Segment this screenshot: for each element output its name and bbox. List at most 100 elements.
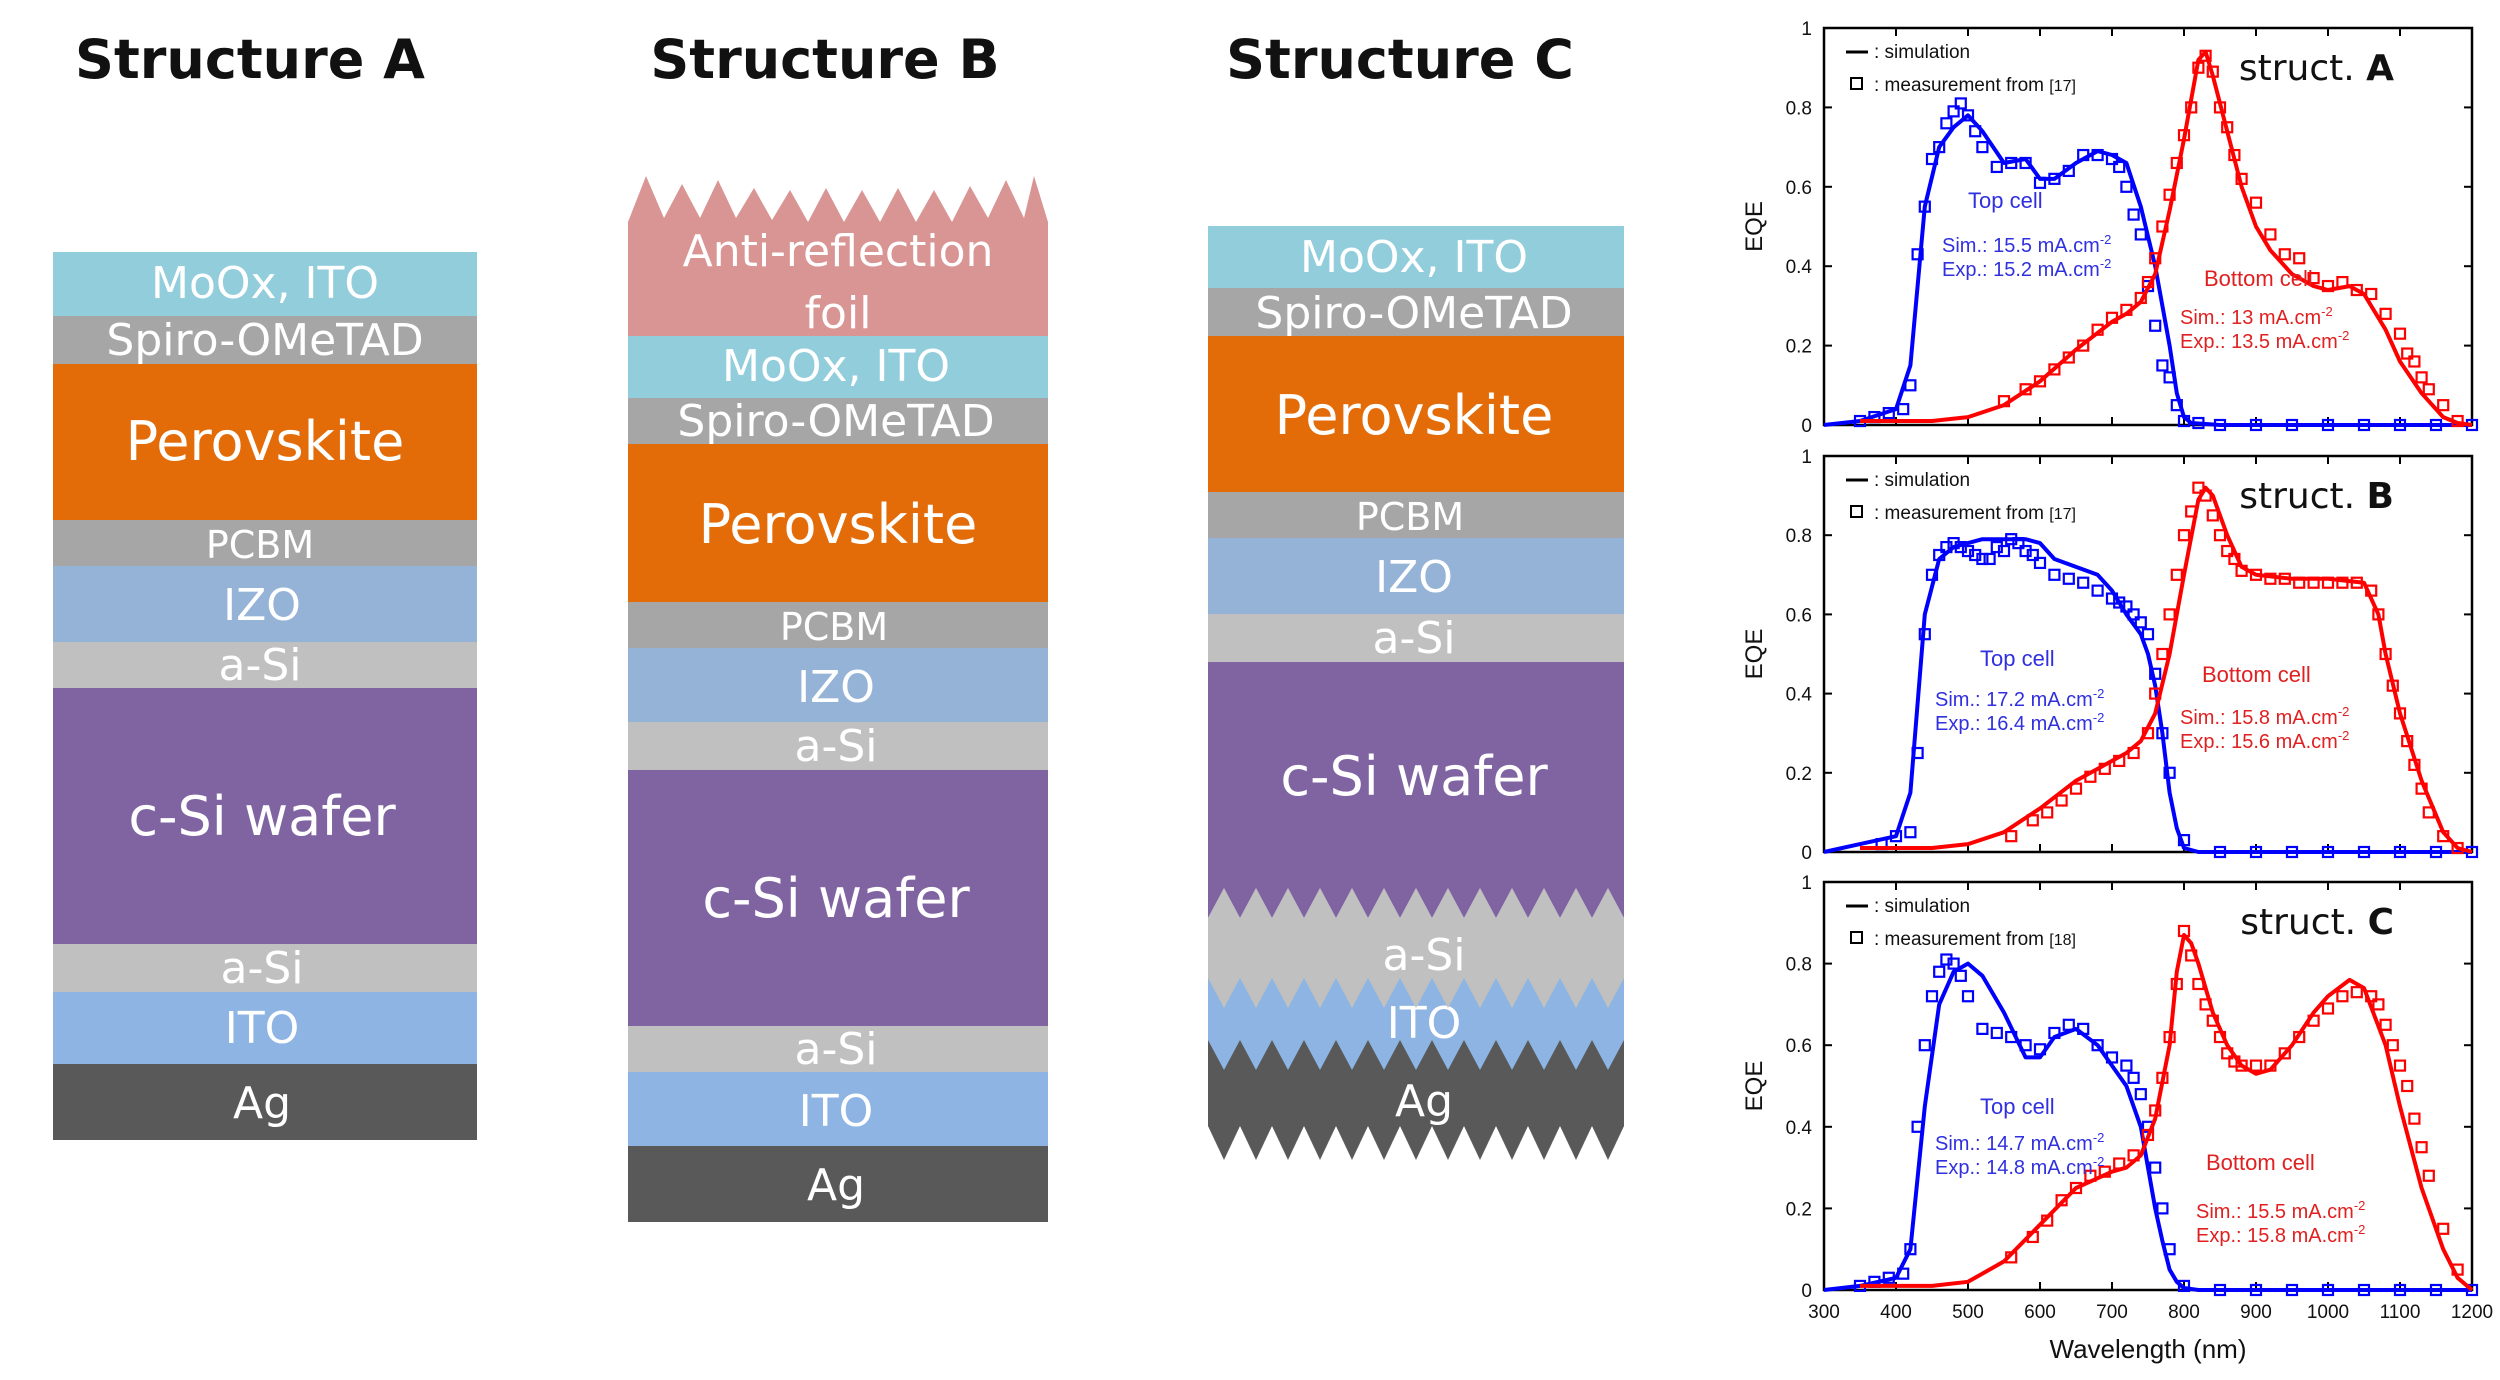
series-line-top-cell bbox=[1823, 537, 2472, 854]
structure-c-title: Structure C bbox=[1226, 28, 1574, 91]
series-marker-bottom-cell bbox=[2026, 1230, 2039, 1244]
series-marker-top-cell bbox=[2149, 319, 2162, 332]
series-marker-top-cell bbox=[2156, 359, 2169, 372]
series-marker-bottom-cell bbox=[2185, 101, 2198, 114]
layer-a-si-lower: a-Si bbox=[1208, 888, 1624, 1008]
series-marker-bottom-cell bbox=[2156, 647, 2169, 661]
series-marker-top-cell bbox=[1918, 628, 1931, 641]
series-marker-top-cell bbox=[2033, 1043, 2047, 1056]
series-marker-top-cell bbox=[2019, 1039, 2032, 1052]
series-marker-top-cell bbox=[1976, 1022, 1989, 1035]
series-marker-bottom-cell bbox=[2156, 220, 2169, 233]
series-marker-top-cell bbox=[1954, 969, 1967, 982]
y-tick-label: 1 bbox=[1801, 873, 1812, 894]
series-marker-top-cell bbox=[2077, 1022, 2090, 1035]
series-marker-top-cell bbox=[2321, 845, 2335, 859]
layer-izo: IZO bbox=[1208, 538, 1624, 614]
series-marker-top-cell bbox=[1911, 746, 1924, 760]
series-marker-bottom-cell bbox=[2249, 196, 2263, 209]
layer-label: IZO bbox=[1375, 552, 1453, 603]
series-marker-top-cell bbox=[1882, 406, 1895, 420]
series-marker-top-cell bbox=[2321, 418, 2335, 432]
series-marker-top-cell bbox=[2141, 628, 2155, 641]
layer-ag: Ag bbox=[628, 1146, 1048, 1222]
series-marker-top-cell bbox=[2048, 1026, 2061, 1040]
layer-a-si: a-Si bbox=[628, 1024, 1048, 1075]
series-marker-bottom-cell bbox=[2170, 568, 2183, 581]
structure-b: Structure B Anti-reflection foil MoOx, I… bbox=[628, 28, 1048, 1222]
series-marker-top-cell bbox=[2048, 172, 2061, 185]
series-marker-top-cell bbox=[1925, 152, 1939, 166]
series-marker-bottom-cell bbox=[2062, 351, 2075, 364]
series-marker-bottom-cell bbox=[2437, 830, 2450, 843]
series-marker-bottom-cell bbox=[2437, 1222, 2450, 1235]
layer-label: IZO bbox=[223, 580, 301, 631]
x-tick-label: 1200 bbox=[2451, 1302, 2493, 1323]
series-marker-bottom-cell bbox=[2336, 576, 2349, 589]
layer-label: a-Si bbox=[795, 721, 878, 772]
series-marker-bottom-cell bbox=[2264, 572, 2277, 585]
series-marker-top-cell bbox=[2120, 1059, 2133, 1072]
series-marker-top-cell bbox=[2321, 1283, 2335, 1297]
series-marker-bottom-cell bbox=[2379, 647, 2392, 661]
series-marker-top-cell bbox=[2149, 1161, 2162, 1174]
series-marker-top-cell bbox=[2285, 845, 2299, 859]
series-marker-bottom-cell bbox=[2372, 608, 2385, 621]
series-marker-bottom-cell bbox=[2321, 279, 2335, 293]
layer-label: Perovskite bbox=[1275, 384, 1554, 447]
y-tick-label: 0.2 bbox=[1786, 764, 1812, 785]
x-tick-label: 900 bbox=[2240, 1302, 2272, 1323]
series-marker-bottom-cell bbox=[2098, 1165, 2111, 1178]
series-marker-bottom-cell bbox=[2321, 1002, 2335, 1015]
layer-ito: ITO bbox=[628, 1072, 1048, 1146]
legend-simulation: : simulation bbox=[1874, 470, 1970, 491]
x-tick-label: 600 bbox=[2024, 1302, 2056, 1323]
layer-a-si: a-Si bbox=[53, 640, 477, 691]
plot-frame bbox=[1822, 880, 2474, 1292]
series-marker-bottom-cell bbox=[2386, 1039, 2399, 1052]
series-marker-bottom-cell bbox=[2393, 1059, 2407, 1072]
series-marker-bottom-cell bbox=[2393, 707, 2407, 720]
series-marker-bottom-cell bbox=[2033, 375, 2047, 388]
series-marker-bottom-cell bbox=[2221, 1047, 2234, 1060]
series-marker-top-cell bbox=[1911, 248, 1924, 261]
top-cell-exp: Exp.: 15.2 mA.cm-2 bbox=[1942, 256, 2111, 281]
y-tick-label: 0.4 bbox=[1786, 1118, 1813, 1139]
series-marker-top-cell bbox=[1918, 1039, 1931, 1052]
series-marker-bottom-cell bbox=[2055, 1194, 2068, 1207]
top-cell-sim: Sim.: 15.5 mA.cm-2 bbox=[1942, 232, 2111, 257]
series-marker-bottom-cell bbox=[2228, 148, 2241, 162]
y-tick-label: 0.6 bbox=[1786, 178, 1812, 199]
bottom-cell-label: Bottom cell bbox=[2202, 662, 2311, 687]
series-marker-bottom-cell bbox=[2365, 584, 2378, 597]
layer-a-si: a-Si bbox=[1208, 613, 1624, 664]
series-marker-top-cell bbox=[2127, 608, 2140, 621]
x-tick-label: 500 bbox=[1952, 1302, 1984, 1323]
top-cell-exp: Exp.: 16.4 mA.cm-2 bbox=[1935, 710, 2104, 735]
series-marker-bottom-cell bbox=[2401, 1079, 2414, 1093]
series-marker-top-cell bbox=[2163, 371, 2176, 384]
series-marker-top-cell bbox=[1897, 403, 1910, 416]
series-marker-top-cell bbox=[1976, 141, 1989, 154]
series-marker-bottom-cell bbox=[2264, 228, 2277, 241]
series-marker-bottom-cell bbox=[2069, 1181, 2083, 1195]
series-marker-top-cell bbox=[2156, 1202, 2169, 1215]
x-tick-label: 800 bbox=[2168, 1302, 2200, 1323]
layer-label: a-Si bbox=[795, 1024, 878, 1075]
series-marker-top-cell bbox=[2357, 845, 2371, 859]
series-marker-top-cell bbox=[2429, 418, 2443, 432]
series-marker-bottom-cell bbox=[2163, 608, 2176, 621]
series-marker-bottom-cell bbox=[2213, 529, 2227, 542]
series-marker-top-cell bbox=[1933, 965, 1946, 978]
bottom-cell-exp: Exp.: 13.5 mA.cm-2 bbox=[2180, 328, 2349, 353]
series-marker-top-cell bbox=[2019, 156, 2032, 170]
series-marker-top-cell bbox=[1997, 544, 2011, 558]
series-marker-top-cell bbox=[1990, 160, 2003, 174]
series-marker-top-cell bbox=[2249, 1283, 2263, 1297]
series-marker-bottom-cell bbox=[2192, 977, 2205, 991]
y-tick-label: 0.4 bbox=[1786, 257, 1813, 278]
series-marker-top-cell bbox=[2048, 568, 2061, 581]
series-marker-top-cell bbox=[2062, 1018, 2075, 1031]
series-marker-bottom-cell bbox=[2379, 1018, 2392, 1031]
